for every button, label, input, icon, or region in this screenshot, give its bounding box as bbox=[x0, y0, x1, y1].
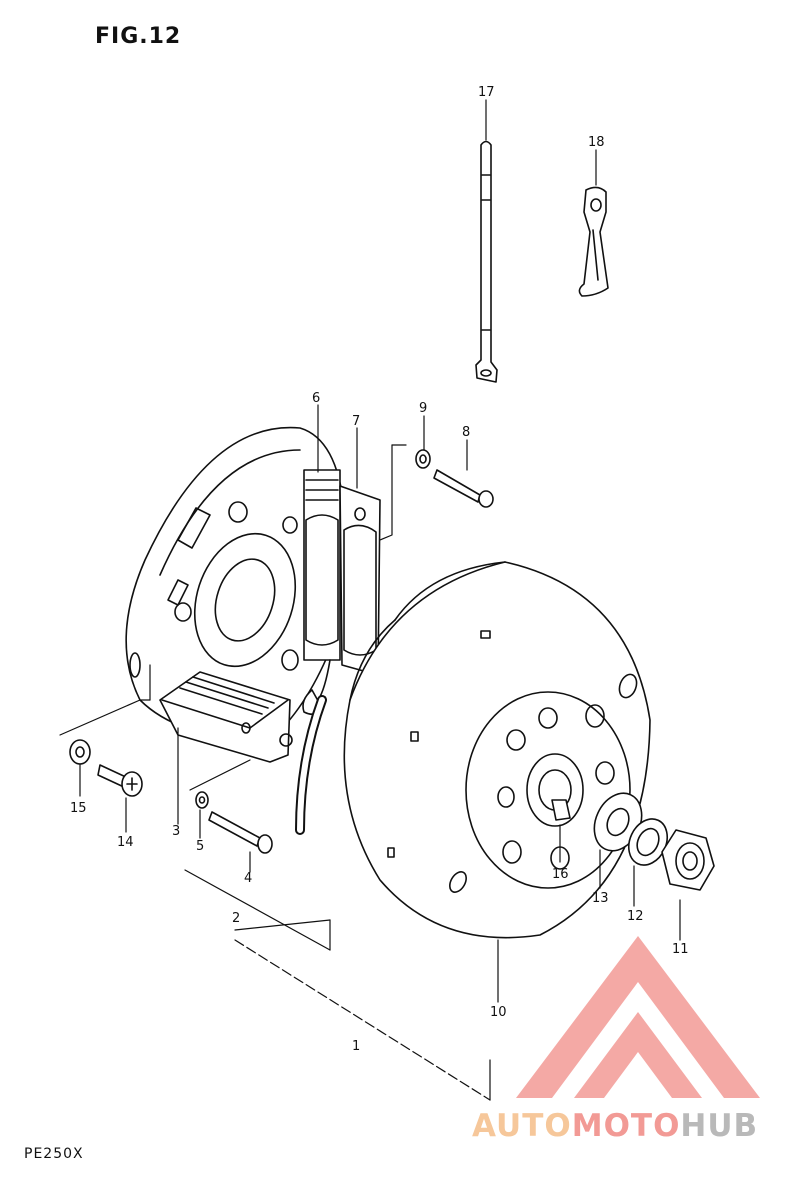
part-label-12: 12 bbox=[627, 909, 644, 924]
part-label-14: 14 bbox=[117, 835, 134, 850]
part-label-9: 9 bbox=[419, 401, 427, 416]
watermark-text-auto: AUTO bbox=[472, 1108, 572, 1144]
part-label-10: 10 bbox=[490, 1005, 507, 1020]
part-label-13: 13 bbox=[592, 891, 609, 906]
figure-title: FIG.12 bbox=[95, 24, 182, 49]
part-8-screw bbox=[433, 469, 494, 508]
part-15-washer bbox=[69, 739, 91, 765]
watermark-logo bbox=[516, 936, 760, 1098]
part-label-5: 5 bbox=[196, 839, 204, 854]
watermark-text: AUTOMOTOHUB bbox=[472, 1108, 758, 1144]
part-18-bracket bbox=[578, 186, 609, 297]
part-label-15: 15 bbox=[70, 801, 87, 816]
part-label-11: 11 bbox=[672, 942, 689, 957]
part-9-washer bbox=[415, 449, 431, 469]
part-label-17: 17 bbox=[478, 85, 495, 100]
part-label-3: 3 bbox=[172, 824, 180, 839]
part-4-screw bbox=[208, 811, 273, 854]
part-label-18: 18 bbox=[588, 135, 605, 150]
part-6-7-coils bbox=[295, 469, 381, 835]
model-code: PE250X bbox=[24, 1146, 84, 1162]
part-14-screw bbox=[97, 764, 143, 797]
part-label-16: 16 bbox=[552, 867, 569, 882]
part-label-7: 7 bbox=[352, 414, 360, 429]
part-11-nut bbox=[661, 829, 715, 891]
part-5-washer bbox=[195, 791, 209, 809]
watermark-text-hub: HUB bbox=[680, 1108, 759, 1144]
part-label-2: 2 bbox=[232, 911, 240, 926]
watermark-text-moto: MOTO bbox=[571, 1108, 681, 1144]
part-label-4: 4 bbox=[244, 871, 252, 886]
part-label-8: 8 bbox=[462, 425, 470, 440]
leader-lines bbox=[59, 99, 681, 1101]
part-10-flywheel bbox=[343, 561, 651, 939]
stator-base-plate bbox=[125, 426, 346, 741]
part-label-6: 6 bbox=[312, 391, 320, 406]
part-number-labels: 1 2 3 4 5 6 7 8 9 10 11 12 13 14 15 16 1… bbox=[70, 85, 689, 1054]
part-label-1: 1 bbox=[352, 1039, 360, 1054]
part-17-rod bbox=[475, 140, 498, 383]
part-12-lock-washer bbox=[627, 818, 669, 866]
